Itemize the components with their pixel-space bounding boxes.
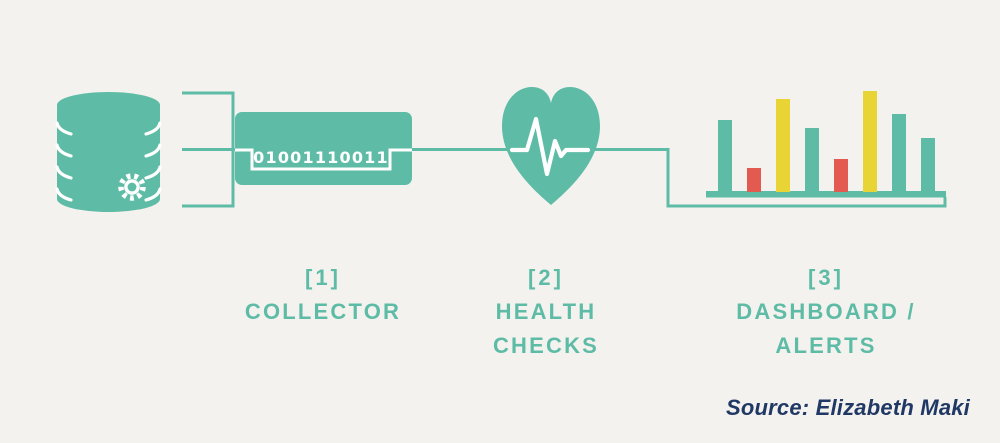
dashboard-bars [718,91,935,192]
chart-bar-5 [834,159,848,192]
chart-bar-7 [892,114,906,192]
chart-bar-4 [805,128,819,192]
stage-3-label: [3] DASHBOARD / ALERTS [676,261,976,363]
chart-bar-8 [921,138,935,192]
heartbeat-line-icon [509,116,591,177]
database-to-collector-connector [182,91,236,208]
chart-baseline [706,191,946,198]
dashboard-chart [706,91,946,198]
stage-2-name-line2: CHECKS [492,333,600,358]
stage-1-label: [1] COLLECTOR [223,261,423,329]
stage-1-number: [1] [305,265,341,290]
database-icon [55,92,162,213]
chart-bar-2 [747,168,761,192]
collector-node: 01001110011 [235,112,412,185]
chart-bar-1 [718,120,732,192]
database-disk-lines [55,121,162,202]
gear-icon [118,173,146,201]
stage-2-label: [2] HEALTH CHECKS [446,261,646,363]
health-check-icon [502,87,600,205]
collector-signal-path [235,148,412,171]
database-cylinder [57,92,160,213]
stage-1-name: COLLECTOR [244,299,402,324]
collector-box [235,112,412,185]
binary-data-text: 01001110011 [253,148,389,167]
stage-3-name-line2: ALERTS [775,333,877,358]
stage-2-name: HEALTH [495,299,597,324]
source-attribution: Source: Elizabeth Maki [725,395,970,420]
stage-2-number: [2] [528,265,564,290]
heart-icon [502,87,600,205]
stage-3-number: [3] [808,265,844,290]
chart-bar-3 [776,99,790,192]
chart-bar-6 [863,91,877,192]
stage-3-name: DASHBOARD / [736,299,916,324]
